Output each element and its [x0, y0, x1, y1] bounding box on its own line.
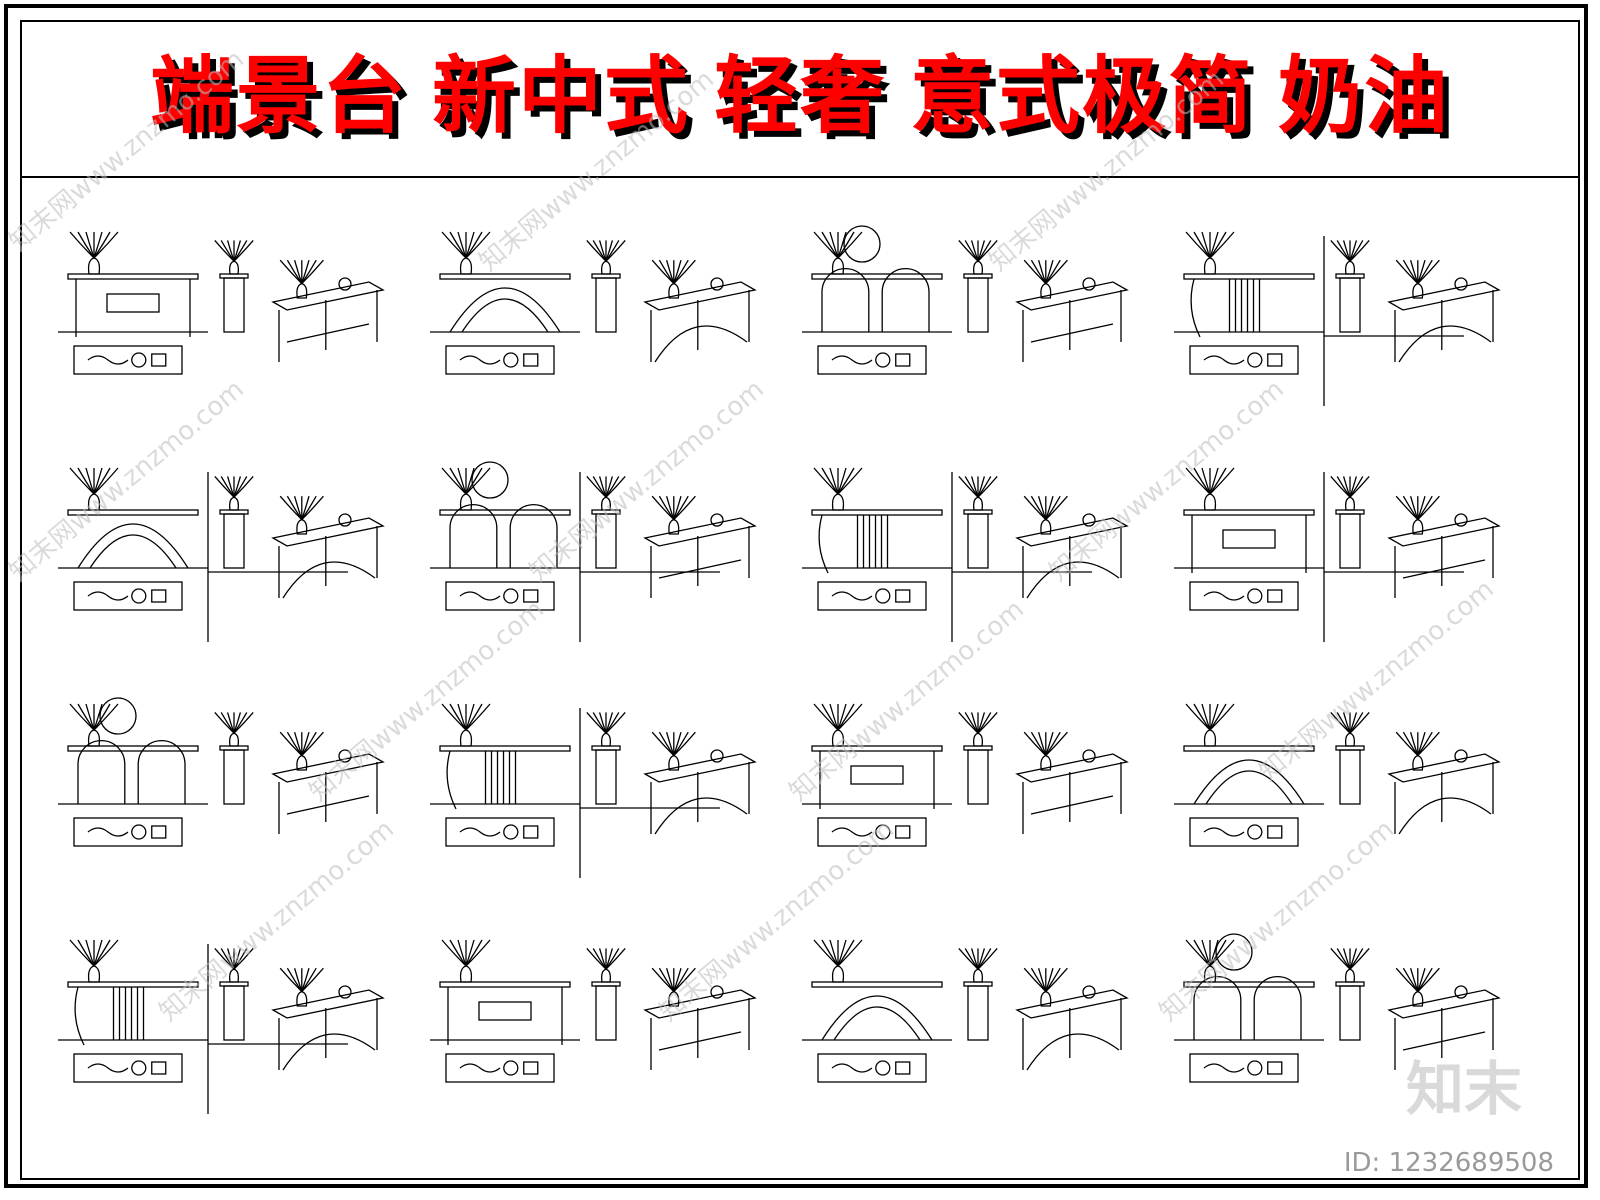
console-table-set: [430, 231, 757, 375]
console-table-set: [802, 225, 1129, 375]
console-table-set: [802, 703, 1129, 847]
console-table-set: [58, 231, 385, 375]
console-table-set: [430, 461, 757, 642]
console-table-set: [58, 697, 385, 847]
id-label: ID: 1232689508: [1343, 1148, 1554, 1178]
console-table-set: [1174, 467, 1501, 642]
console-table-set: [1174, 933, 1501, 1083]
console-table-set: [802, 939, 1129, 1083]
title-band: 端景台新中式轻奢意式极简奶油: [20, 20, 1580, 178]
title-word: 轻奢: [713, 47, 886, 145]
console-table-set: [58, 939, 385, 1114]
title-word: 意式极简: [910, 47, 1255, 145]
console-table-set: [58, 467, 385, 642]
console-table-set: [430, 939, 757, 1083]
title-word: 奶油: [1278, 47, 1451, 145]
console-table-set: [430, 703, 757, 878]
drawing-frame-inner: [20, 20, 1580, 1180]
furniture-drawing-sheet: [58, 225, 1501, 1114]
console-table-set: [802, 467, 1129, 642]
console-table-set: [1174, 703, 1501, 847]
sheet-title: 端景台新中式轻奢意式极简奶油: [20, 54, 1580, 138]
drawing-frame-outer: [4, 4, 1588, 1188]
title-word: 新中式: [431, 47, 690, 145]
title-word: 端景台: [149, 47, 408, 145]
console-table-set: [1174, 231, 1501, 406]
brand-logo: 知末: [1405, 1055, 1522, 1123]
